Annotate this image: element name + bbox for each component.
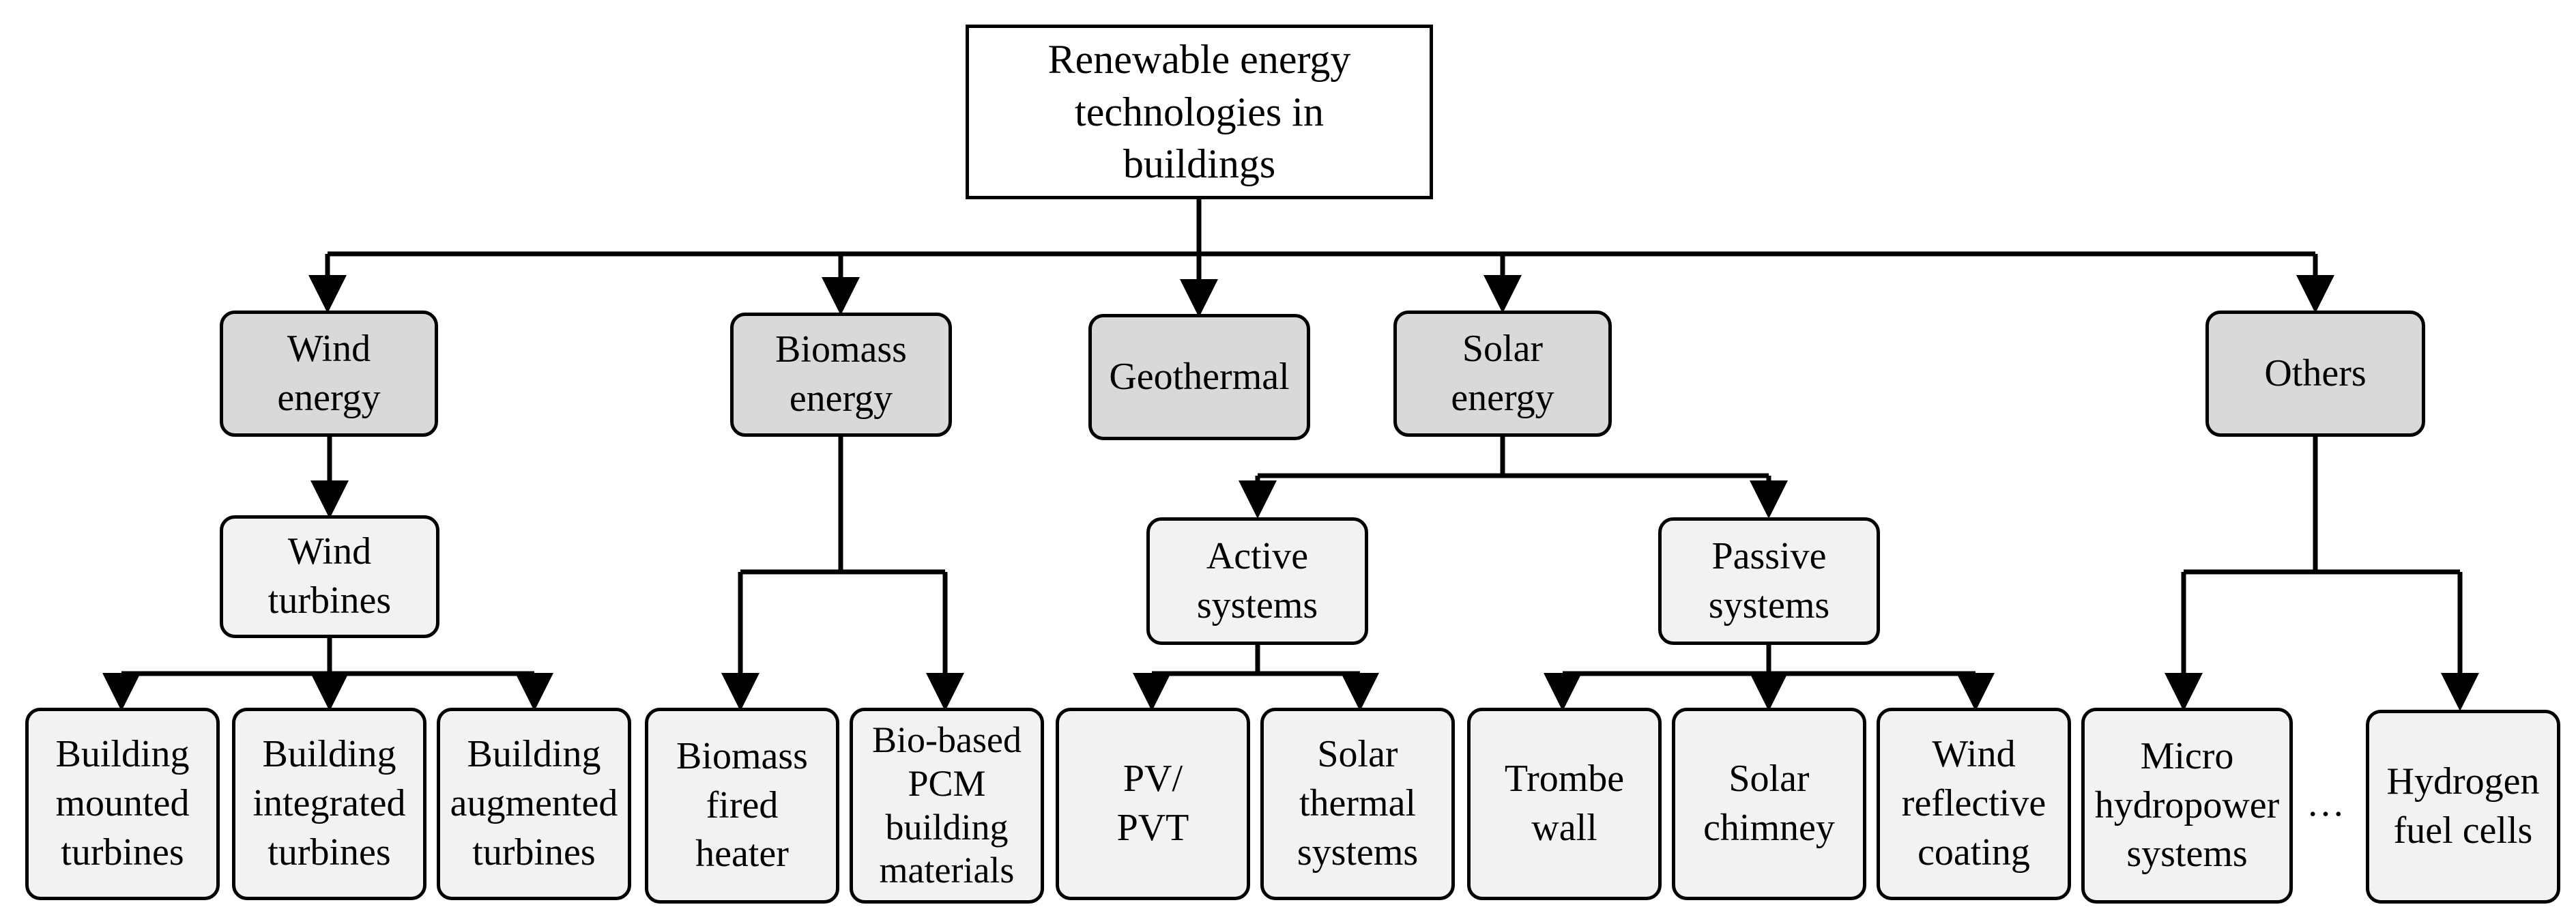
leaf-solar-chimney: Solar chimney [1672,708,1866,900]
leaf-biomass-fired-heater: Biomass fired heater [645,708,839,904]
category-label: Wind energy [277,327,381,419]
leaf-label: PV/ PVT [1116,758,1189,849]
leaf-label: Bio-based PCM building materials [872,719,1022,891]
leaf-label: Building mounted turbines [55,733,190,874]
leaf-pv-pvt: PV/ PVT [1056,708,1250,900]
leaf-bio-based-pcm: Bio-based PCM building materials [850,708,1044,904]
leaf-label: Building integrated turbines [252,733,406,874]
connector-biomass-bus [740,437,945,575]
leaf-label: Solar thermal systems [1297,733,1419,874]
subcategory-label: Wind turbines [267,530,392,622]
subcategory-wind-turbines: Wind turbines [220,515,439,638]
leaf-label: Building augmented turbines [450,733,618,874]
subcategory-label: Passive systems [1708,534,1830,626]
leaf-label: Biomass fired heater [676,734,808,876]
leaf-building-integrated-turbines: Building integrated turbines [232,708,426,900]
connector-root-bus [328,199,2315,257]
connector-others-bus [2184,437,2460,575]
leaf-label: Solar chimney [1703,758,1835,849]
category-label: Geothermal [1109,355,1290,398]
subcategory-passive-systems: Passive systems [1658,517,1880,645]
leaf-label: Micro hydropower systems [2094,734,2280,876]
category-label: Biomass energy [775,328,907,420]
subcategory-active-systems: Active systems [1146,517,1368,645]
category-label: Solar energy [1451,327,1554,419]
leaf-building-augmented-turbines: Building augmented turbines [437,708,631,900]
leaf-label: Trombe wall [1504,758,1625,849]
category-others: Others [2205,311,2425,437]
ellipsis-more-items: … [2306,782,2345,824]
category-biomass-energy: Biomass energy [730,313,952,437]
connector-active-bus [1152,645,1360,676]
connector-turbines-bus [121,638,534,676]
category-geothermal: Geothermal [1088,314,1310,440]
leaf-label: Hydrogen fuel cells [2386,760,2540,852]
leaf-wind-reflective-coating: Wind reflective coating [1877,708,2071,900]
leaf-micro-hydropower-systems: Micro hydropower systems [2081,708,2293,904]
leaf-hydrogen-fuel-cells: Hydrogen fuel cells [2366,710,2560,904]
root-label: Renewable energy technologies in buildin… [1047,36,1351,187]
leaf-building-mounted-turbines: Building mounted turbines [25,708,220,900]
connector-passive-bus [1563,645,1976,676]
subcategory-label: Active systems [1196,534,1318,626]
category-wind-energy: Wind energy [220,311,438,437]
connector-solar-bus [1258,437,1769,478]
leaf-trombe-wall: Trombe wall [1467,708,1662,900]
leaf-label: Wind reflective coating [1901,733,2046,874]
category-label: Others [2264,351,2367,394]
category-solar-energy: Solar energy [1393,311,1612,437]
leaf-solar-thermal-systems: Solar thermal systems [1260,708,1455,900]
root-node: Renewable energy technologies in buildin… [966,25,1433,199]
